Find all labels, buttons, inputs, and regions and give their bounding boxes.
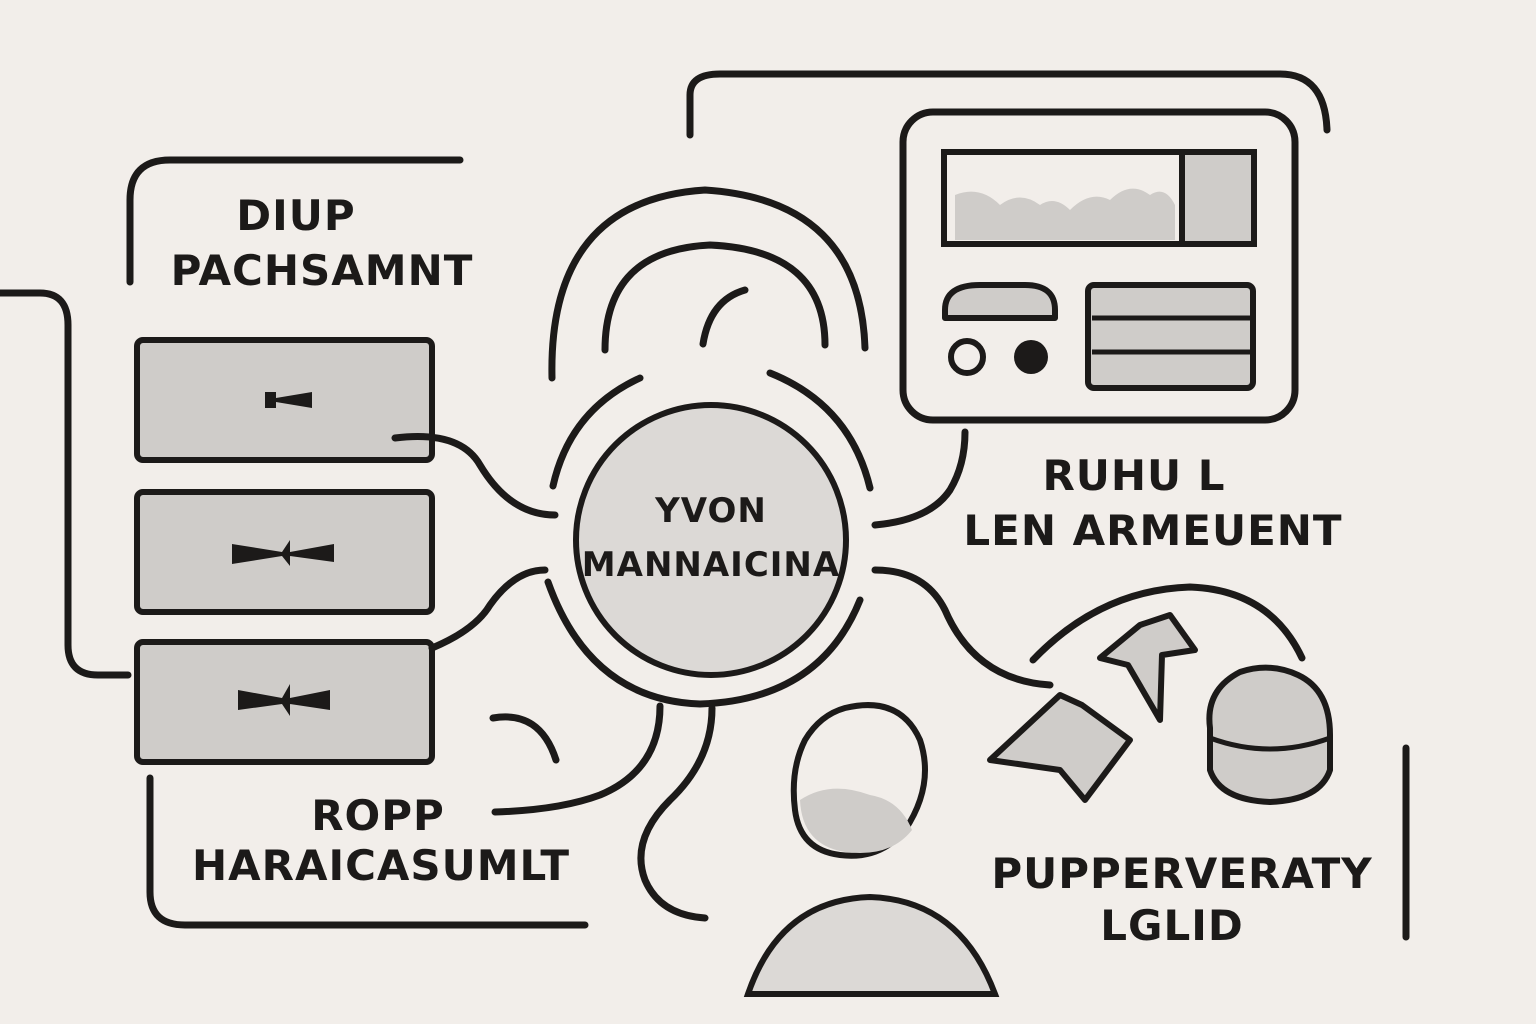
- connector-rack-bottom: [428, 566, 549, 652]
- top-right-label-line2: LEN ARMEUENT: [963, 506, 1342, 555]
- connector-center-dashboard: [871, 428, 969, 529]
- connector-rack-top: [391, 433, 559, 519]
- top-right-label-line1: RUHU L: [1042, 451, 1225, 500]
- dashboard-list-panel: [1085, 282, 1256, 391]
- server-unit-1-glyph: [265, 392, 312, 408]
- dashboard-frame: [899, 108, 1299, 424]
- shape-bowl: [1206, 664, 1333, 805]
- bottom-left-label-line2: HARAICASUMLT: [192, 841, 570, 890]
- server-unit-2-glyph: [232, 540, 334, 566]
- bottom-left-label-line1: ROPP: [311, 791, 445, 840]
- shapes-arc: [1029, 583, 1306, 664]
- wifi-arc-inner: [699, 286, 749, 348]
- center-circle: [573, 402, 849, 678]
- dashboard-side-panel: [1179, 149, 1257, 247]
- shapes-icon: [987, 612, 1333, 805]
- dashboard-screen-icon: [899, 108, 1299, 424]
- bottom-left-bracket: [146, 774, 589, 929]
- connector-center-shapes: [871, 566, 1054, 689]
- wifi-arc-outer: [548, 186, 869, 382]
- person-icon: [743, 702, 1000, 997]
- dashboard-chart-area: [955, 188, 1175, 240]
- left-connector-line: [0, 289, 132, 679]
- center-outer-ring-bottom: [544, 578, 864, 708]
- server-unit-3-glyph: [238, 684, 330, 716]
- shape-zigzag: [987, 692, 1133, 803]
- top-left-bracket: [126, 156, 464, 286]
- wifi-signal-icon: [548, 186, 869, 382]
- dashboard-knob-solid: [1014, 340, 1048, 374]
- top-right-bracket: [686, 70, 1331, 139]
- wifi-arc-middle: [601, 241, 829, 354]
- top-left-label-line1: DIUP: [236, 191, 355, 240]
- shape-flag: [1097, 612, 1198, 723]
- top-left-label-line2: PACHSAMNT: [171, 246, 474, 295]
- center-outer-ring-top-left: [549, 374, 644, 490]
- center-outer-ring-top-right: [766, 369, 874, 492]
- person-head-shade: [800, 788, 912, 854]
- bottom-right-label-line2: LGLID: [1100, 901, 1244, 950]
- server-rack-icon: [134, 337, 435, 765]
- center-label-line2: MANNAICINA: [582, 545, 840, 585]
- center-label-line1: YVON: [654, 491, 767, 531]
- bottom-right-label-line1: PUPPERVERATY: [991, 849, 1372, 898]
- connector-center-down-left: [491, 702, 664, 816]
- dashboard-knob-hollow: [948, 338, 986, 376]
- dashboard-gauge: [942, 282, 1058, 321]
- person-body: [743, 893, 1000, 997]
- shape-bowl-rim: [1207, 735, 1333, 752]
- connector-center-down-right: [637, 704, 716, 922]
- decorative-arc: [489, 713, 560, 764]
- center-node: YVON MANNAICINA: [544, 369, 874, 708]
